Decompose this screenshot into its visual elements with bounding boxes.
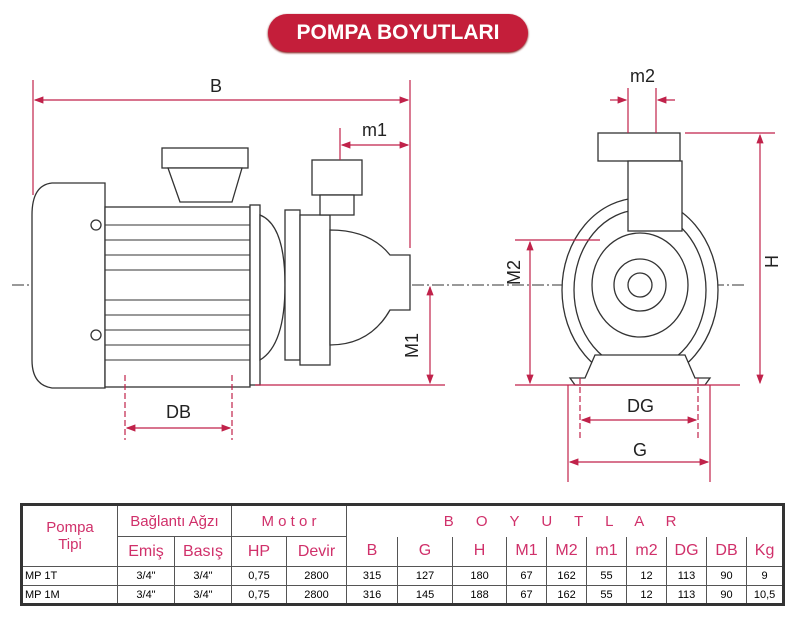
dim-label-m2: m2 bbox=[630, 66, 655, 86]
dim-label-G: G bbox=[633, 440, 647, 460]
col-header: DB bbox=[706, 536, 748, 567]
dimension-lines bbox=[32, 80, 775, 482]
dim-label-H: H bbox=[762, 255, 782, 268]
col-header: M1 bbox=[506, 536, 548, 567]
table-cell: 55 bbox=[586, 566, 628, 586]
table-cell: 113 bbox=[666, 585, 708, 605]
table-cell: 9 bbox=[746, 566, 785, 586]
table-cell: 3/4" bbox=[174, 566, 232, 586]
pump-model-cell: MP 1T bbox=[21, 566, 118, 586]
dim-label-M1: M1 bbox=[402, 333, 422, 358]
header-connection: Bağlantı Ağzı bbox=[117, 504, 232, 537]
table-cell: 90 bbox=[706, 585, 748, 605]
pump-dimension-drawing: B m1 m2 M1 M2 H DB DG G bbox=[12, 66, 782, 482]
terminal-box bbox=[161, 147, 249, 169]
table-cell: 3/4" bbox=[117, 566, 175, 586]
dim-label-M2: M2 bbox=[504, 260, 524, 285]
col-header: B bbox=[346, 536, 399, 567]
col-header: M2 bbox=[546, 536, 588, 567]
col-header: m1 bbox=[586, 536, 628, 567]
header-motor: M o t o r bbox=[230, 504, 348, 537]
table-cell: 127 bbox=[397, 566, 454, 586]
table-cell: 145 bbox=[397, 585, 454, 605]
table-cell: 12 bbox=[626, 566, 668, 586]
table-cell: 10,5 bbox=[746, 585, 785, 605]
column-header-row: Emiş Basış HP Devir B G H M1 M2 m1 m2 DG… bbox=[22, 536, 785, 567]
table-cell: 113 bbox=[666, 566, 708, 586]
col-header: H bbox=[452, 536, 508, 567]
col-header: G bbox=[397, 536, 454, 567]
discharge-port bbox=[311, 159, 363, 196]
fan-cover bbox=[31, 182, 106, 389]
base-foot bbox=[568, 354, 712, 386]
pump-side-view bbox=[31, 147, 411, 389]
table-cell: 67 bbox=[506, 585, 548, 605]
header-dimensions: B O Y U T L A R bbox=[346, 504, 785, 537]
dim-label-DG: DG bbox=[627, 396, 654, 416]
col-header: m2 bbox=[626, 536, 668, 567]
dim-label-m1: m1 bbox=[362, 120, 387, 140]
dim-label-B: B bbox=[210, 76, 222, 96]
pump-front-view bbox=[561, 132, 719, 386]
col-header: Emiş bbox=[117, 536, 175, 567]
table-cell: 188 bbox=[452, 585, 508, 605]
table-cell: 315 bbox=[346, 566, 399, 586]
header-pump-type: Pompa Tipi bbox=[21, 504, 118, 567]
table-cell: 90 bbox=[706, 566, 748, 586]
table-cell: 2800 bbox=[285, 566, 348, 586]
table-cell: 162 bbox=[546, 566, 588, 586]
col-header: HP bbox=[231, 536, 287, 567]
table-cell: 3/4" bbox=[117, 585, 175, 605]
table-cell: 55 bbox=[586, 585, 628, 605]
col-header: Basış bbox=[174, 536, 232, 567]
table-cell: 180 bbox=[452, 566, 508, 586]
page-title: POMPA BOYUTLARI bbox=[268, 14, 528, 52]
table-cell: 12 bbox=[626, 585, 668, 605]
col-header: Devir bbox=[285, 536, 348, 567]
dim-label-DB: DB bbox=[166, 402, 191, 422]
col-header: DG bbox=[666, 536, 708, 567]
col-header: Kg bbox=[746, 536, 785, 567]
table-cell: 316 bbox=[346, 585, 399, 605]
table-cell: 162 bbox=[546, 585, 588, 605]
motor-body bbox=[104, 206, 251, 388]
pump-housing bbox=[299, 214, 331, 366]
table-cell: 3/4" bbox=[174, 585, 232, 605]
motor-fins bbox=[105, 224, 250, 361]
table-cell: 67 bbox=[506, 566, 548, 586]
terminal-box-front bbox=[597, 132, 681, 162]
table-cell: 2800 bbox=[285, 585, 348, 605]
pump-model-cell: MP 1M bbox=[21, 585, 118, 605]
table-cell: 0,75 bbox=[231, 585, 287, 605]
dimension-table: Pompa Tipi Bağlantı Ağzı M o t o r B O Y… bbox=[20, 503, 786, 606]
table-cell: 0,75 bbox=[231, 566, 287, 586]
